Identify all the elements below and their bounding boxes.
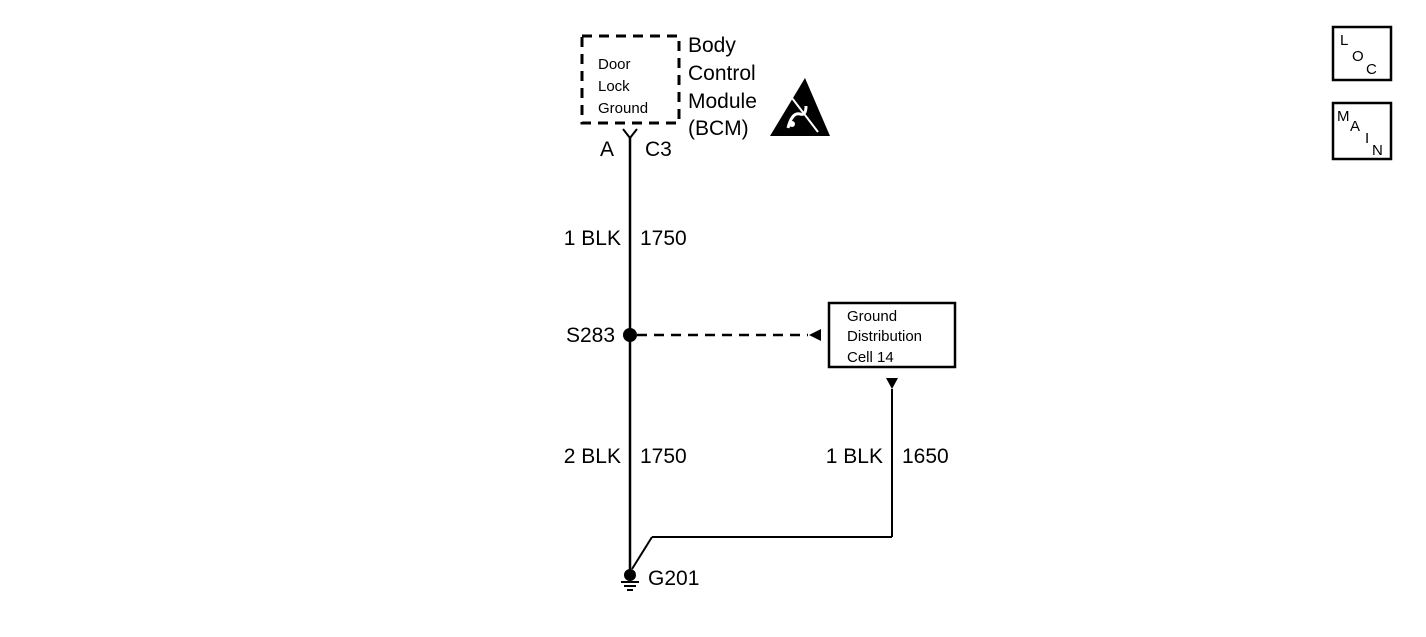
reference-arrow-icon [809, 329, 821, 341]
bcm-label-line-4: (BCM) [688, 117, 749, 140]
upper-wire-circuit: 1750 [640, 227, 687, 250]
bcm-label: Body Control Module (BCM) [688, 34, 757, 140]
connector-id-label: C3 [645, 138, 672, 161]
ground-symbol-icon [621, 569, 639, 591]
loc-char-c: C [1366, 61, 1377, 78]
ground-lead-arrow-icon [886, 378, 898, 389]
bcm-internal-line-2: Lock [598, 78, 630, 95]
bcm-internal-line-3: Ground [598, 100, 648, 117]
bcm-label-line-1: Body [688, 34, 736, 57]
ground-distribution-reference [637, 329, 821, 341]
bcm-internal-line-1: Door [598, 56, 631, 73]
loc-char-o: O [1352, 48, 1364, 65]
connector-terminal: A C3 [600, 128, 672, 161]
connector-pin-label: A [600, 138, 614, 161]
bcm-internal-box: Door Lock Ground [580, 34, 681, 125]
loc-button[interactable]: L O C [1331, 25, 1393, 82]
ground-distribution-line-3: Cell 14 [847, 349, 894, 366]
upper-wire-size-color: 1 BLK [564, 227, 621, 250]
loc-char-l: L [1340, 32, 1348, 49]
ground-lead-size-color: 1 BLK [826, 445, 883, 468]
esd-sensitive-icon [770, 78, 830, 136]
lower-wire-size-color: 2 BLK [564, 445, 621, 468]
ground-distribution-line-1: Ground [847, 308, 897, 325]
main-char-i: I [1365, 130, 1369, 147]
main-char-a: A [1350, 118, 1360, 135]
bcm-label-line-3: Module [688, 90, 757, 113]
main-char-m: M [1337, 108, 1350, 125]
ground-lead-circuit: 1650 [902, 445, 949, 468]
main-button[interactable]: M A I N [1331, 101, 1393, 161]
lower-wire-circuit: 1750 [640, 445, 687, 468]
bcm-label-line-2: Control [688, 62, 756, 85]
ground-label: G201 [648, 567, 699, 590]
main-char-n: N [1372, 142, 1383, 159]
splice-s283: S283 [566, 324, 637, 347]
splice-label: S283 [566, 324, 615, 347]
ground-distribution-line-2: Distribution [847, 328, 922, 345]
ground-lead-wire [631, 378, 898, 570]
ground-distribution-box[interactable]: Ground Distribution Cell 14 [827, 301, 957, 369]
